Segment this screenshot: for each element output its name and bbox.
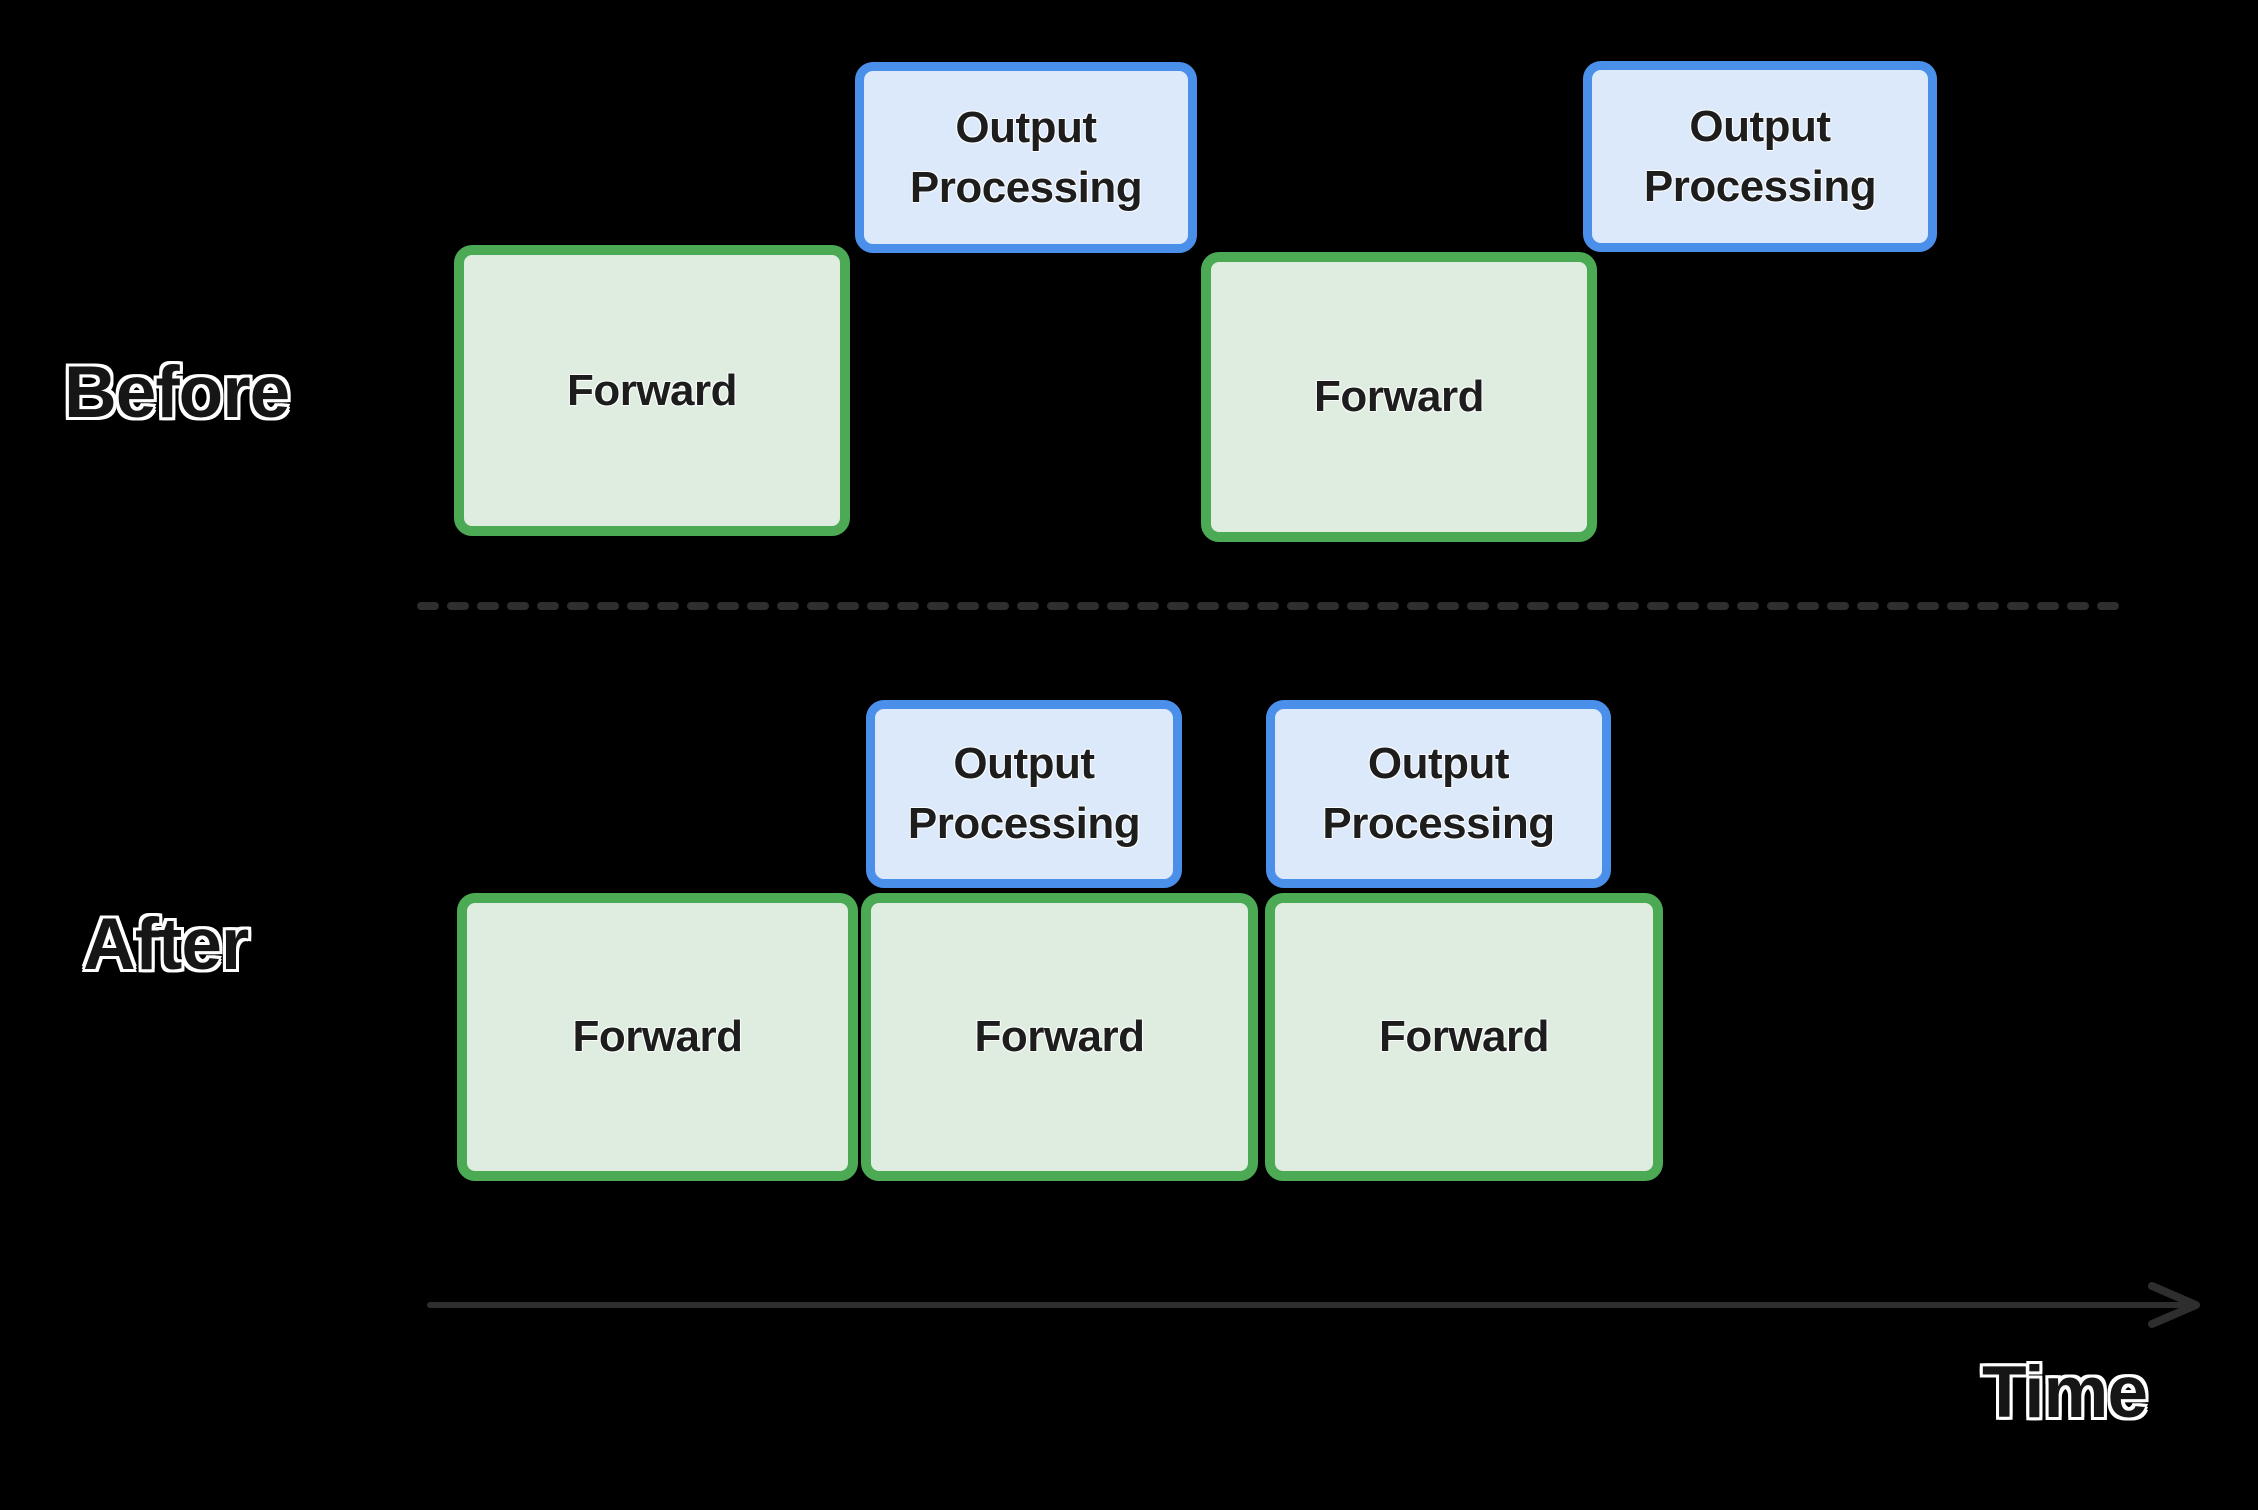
section-label-after: After (83, 904, 249, 985)
output-processing-box: Output Processing (855, 62, 1197, 253)
arrowhead-icon (2148, 1282, 2200, 1328)
forward-box: Forward (1201, 252, 1597, 542)
time-axis-arrow (427, 1282, 2200, 1328)
output-processing-box: Output Processing (1583, 61, 1937, 252)
time-axis-label: Time (1982, 1352, 2148, 1433)
forward-box: Forward (457, 893, 858, 1181)
output-processing-box: Output Processing (1266, 700, 1611, 888)
forward-box: Forward (861, 893, 1258, 1181)
section-label-before: Before (64, 352, 290, 433)
forward-box: Forward (1265, 893, 1663, 1181)
forward-box: Forward (454, 245, 850, 536)
output-processing-box: Output Processing (866, 700, 1182, 888)
